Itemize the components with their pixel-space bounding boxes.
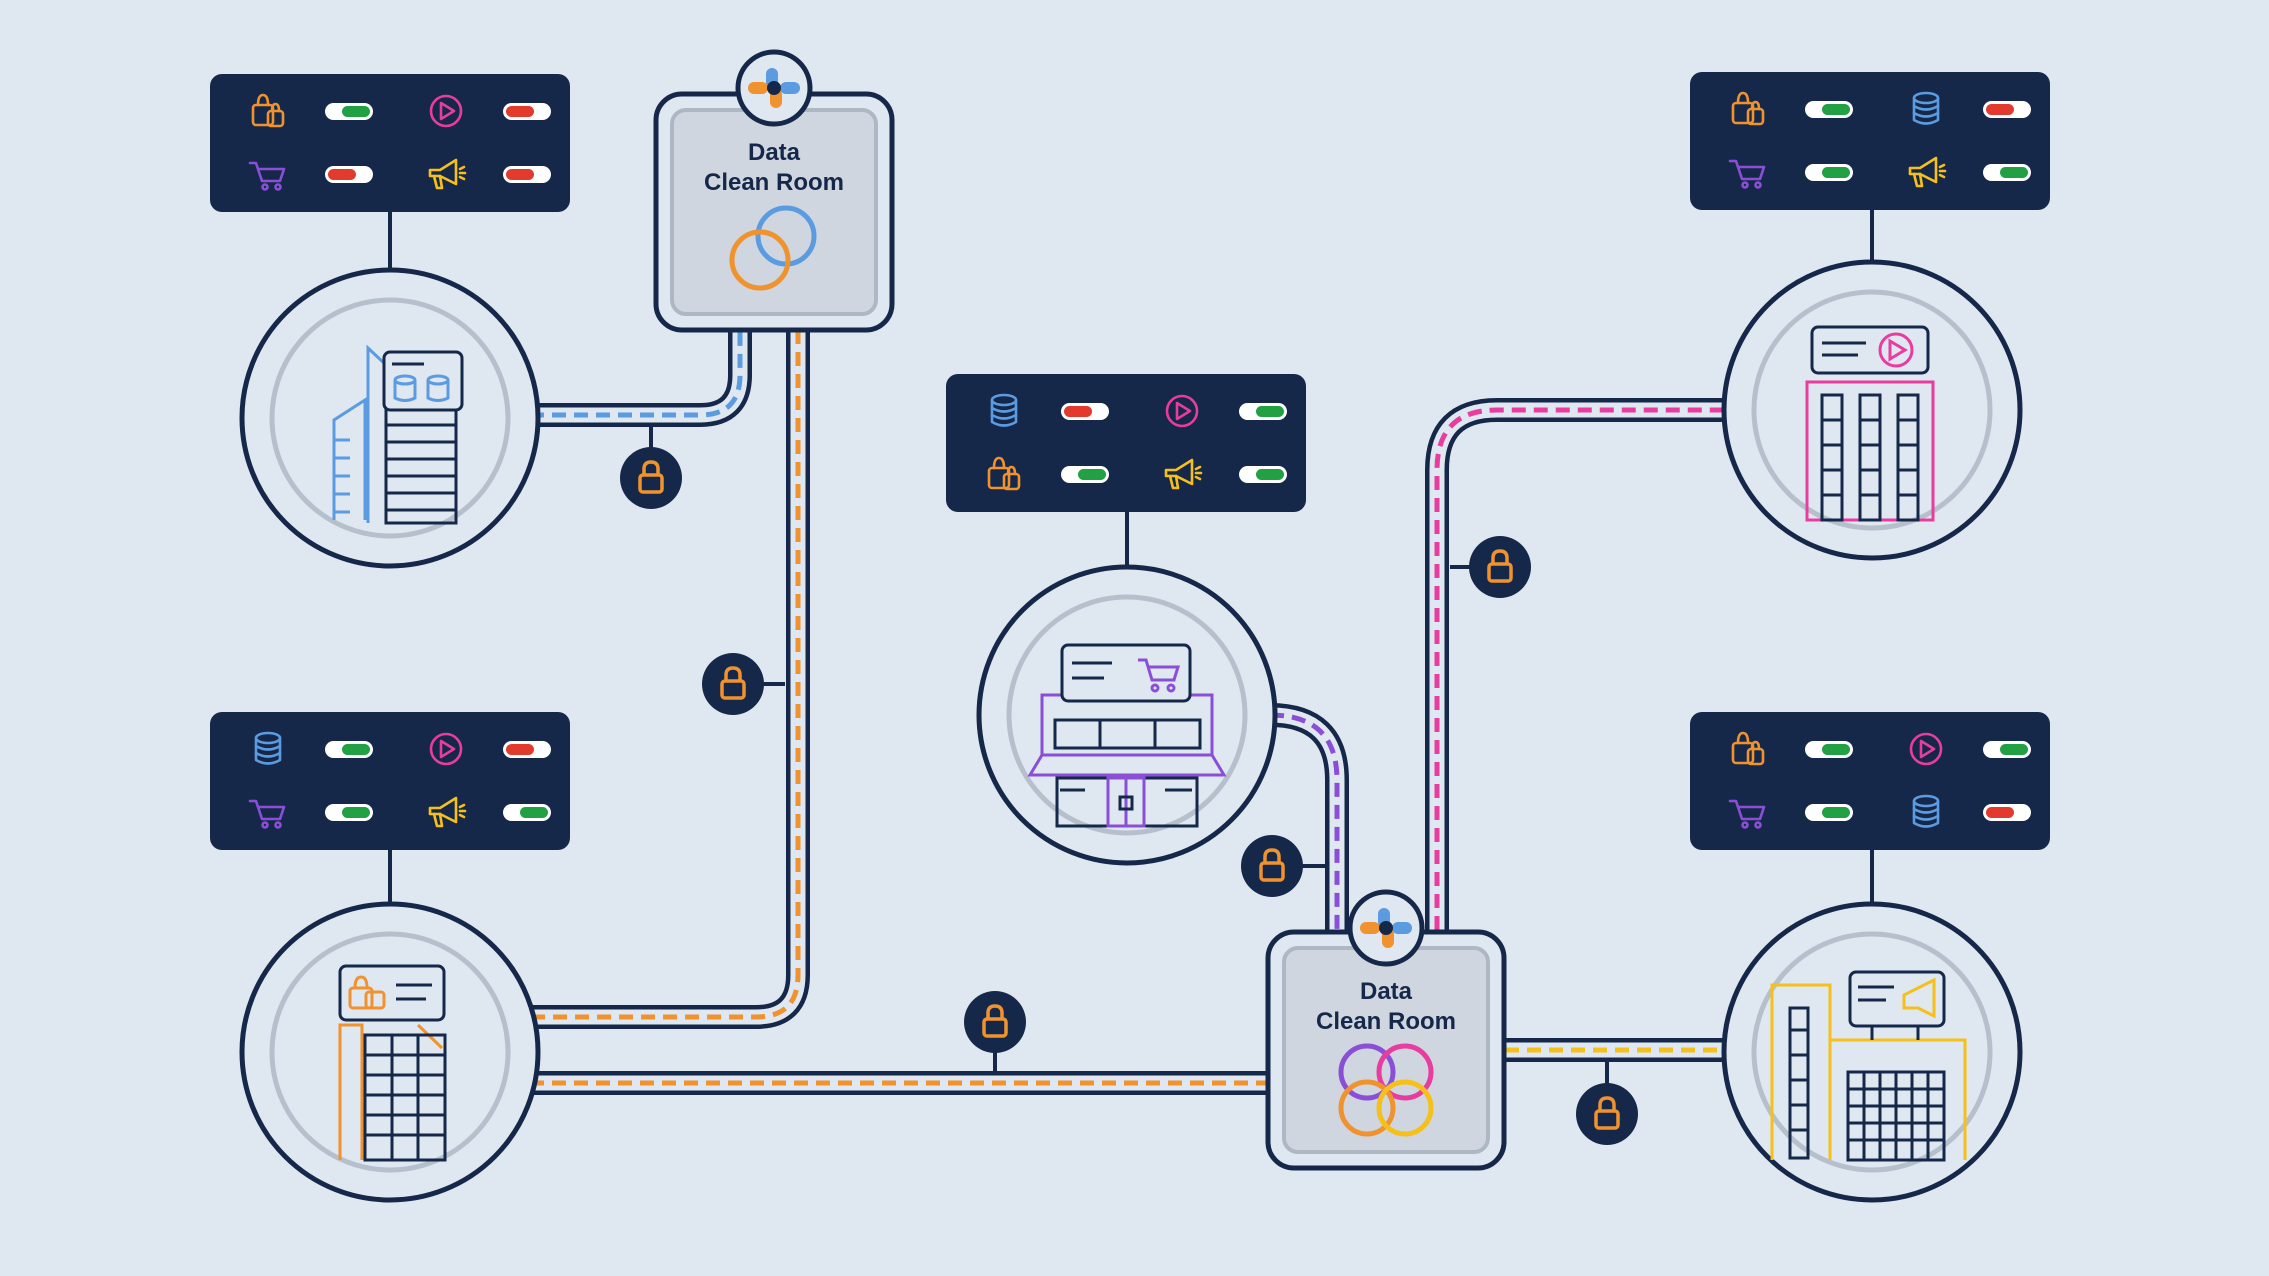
panel-bottom-right: [1690, 712, 2050, 850]
clean-room-bottom: Data Clean Room: [1265, 889, 1507, 1171]
lock-orange-horizontal: [964, 991, 1026, 1053]
database-icon: [1912, 91, 1940, 125]
company-media-building: [1721, 259, 2023, 561]
toggle-on[interactable]: [1805, 164, 1853, 181]
toggle-off[interactable]: [1983, 101, 2031, 118]
panel-top-left: [210, 74, 570, 212]
cart-icon: [1728, 159, 1766, 189]
lock-yellow-link: [1576, 1083, 1638, 1145]
panel-background: [946, 374, 1306, 512]
lock-pink-link: [1469, 536, 1531, 598]
toggle-off[interactable]: [1983, 804, 2031, 821]
panel-background: [210, 712, 570, 850]
clean-room-title-line1: Data: [1360, 978, 1413, 1005]
media-building-icon: [1805, 325, 1935, 522]
padlock-icon: [1259, 848, 1285, 882]
padlock-icon: [982, 1004, 1008, 1038]
padlock-icon: [638, 460, 664, 494]
company-database-office: [239, 267, 541, 569]
lock-blue-link: [620, 447, 682, 509]
megaphone-icon: [428, 796, 467, 828]
database-icon: [990, 393, 1018, 427]
toggle-off[interactable]: [503, 166, 551, 183]
toggle-on[interactable]: [1239, 466, 1287, 483]
database-icon: [254, 731, 282, 765]
storefront-icon: [1027, 643, 1227, 828]
shopping-bag-icon: [251, 93, 285, 128]
toggle-on[interactable]: [503, 804, 551, 821]
company-advertiser-building: [1721, 901, 2023, 1203]
clean-room-title-line2: Clean Room: [704, 169, 844, 196]
padlock-icon: [1487, 549, 1513, 583]
pipe-pink: [1425, 398, 1725, 930]
megaphone-icon: [1908, 156, 1947, 188]
toggle-off[interactable]: [503, 741, 551, 758]
clean-room-title-line2: Clean Room: [1316, 1008, 1456, 1035]
megaphone-icon: [428, 158, 467, 190]
toggle-on[interactable]: [1805, 101, 1853, 118]
toggle-on[interactable]: [1805, 741, 1853, 758]
lock-purple-link: [1241, 835, 1303, 897]
office-building-icon: [332, 344, 464, 525]
toggle-off[interactable]: [1061, 403, 1109, 420]
overlapping-rings-icon: [729, 205, 817, 291]
database-icon: [1912, 794, 1940, 828]
cart-icon: [1728, 799, 1766, 829]
clean-room-top: Data Clean Room: [653, 49, 895, 333]
advertiser-building-icon: [1770, 970, 1967, 1162]
pipe-purple: [1269, 703, 1349, 930]
cart-icon: [248, 161, 286, 191]
panel-top-right: [1690, 72, 2050, 210]
clean-room-logo-icon: [735, 49, 813, 127]
toggle-on[interactable]: [325, 804, 373, 821]
pipe-orange-vertical: [530, 330, 810, 1029]
lock-orange-vertical: [702, 653, 764, 715]
cart-icon: [248, 799, 286, 829]
panel-center: [946, 374, 1306, 512]
toggle-off[interactable]: [325, 166, 373, 183]
toggle-on[interactable]: [1061, 466, 1109, 483]
panel-stems: [388, 210, 1874, 905]
panel-background: [210, 74, 570, 212]
toggle-on[interactable]: [1983, 741, 2031, 758]
connection-pipes: [530, 330, 1725, 1095]
company-retail-office: [239, 901, 541, 1203]
clean-room-logo-icon: [1347, 889, 1425, 967]
play-icon: [1909, 732, 1943, 766]
clean-room-title-line1: Data: [748, 139, 801, 166]
toggle-on[interactable]: [325, 103, 373, 120]
megaphone-icon: [1164, 458, 1203, 490]
play-icon: [1165, 394, 1199, 428]
padlock-icon: [720, 666, 746, 700]
play-icon: [429, 94, 463, 128]
pipe-blue: [530, 330, 752, 427]
play-icon: [429, 732, 463, 766]
shopping-bag-icon: [1731, 91, 1765, 126]
toggle-off[interactable]: [503, 103, 551, 120]
toggle-on[interactable]: [325, 741, 373, 758]
toggle-on[interactable]: [1239, 403, 1287, 420]
company-storefront: [976, 564, 1278, 866]
toggle-on[interactable]: [1983, 164, 2031, 181]
panel-background: [1690, 712, 2050, 850]
panel-background: [1690, 72, 2050, 210]
padlock-icon: [1594, 1096, 1620, 1130]
overlapping-rings-icon: [1338, 1043, 1434, 1137]
retail-building-icon: [338, 964, 447, 1162]
shopping-bag-icon: [987, 456, 1021, 491]
panel-bottom-left: [210, 712, 570, 850]
toggle-on[interactable]: [1805, 804, 1853, 821]
shopping-bag-icon: [1731, 731, 1765, 766]
status-panels: [210, 72, 2050, 850]
